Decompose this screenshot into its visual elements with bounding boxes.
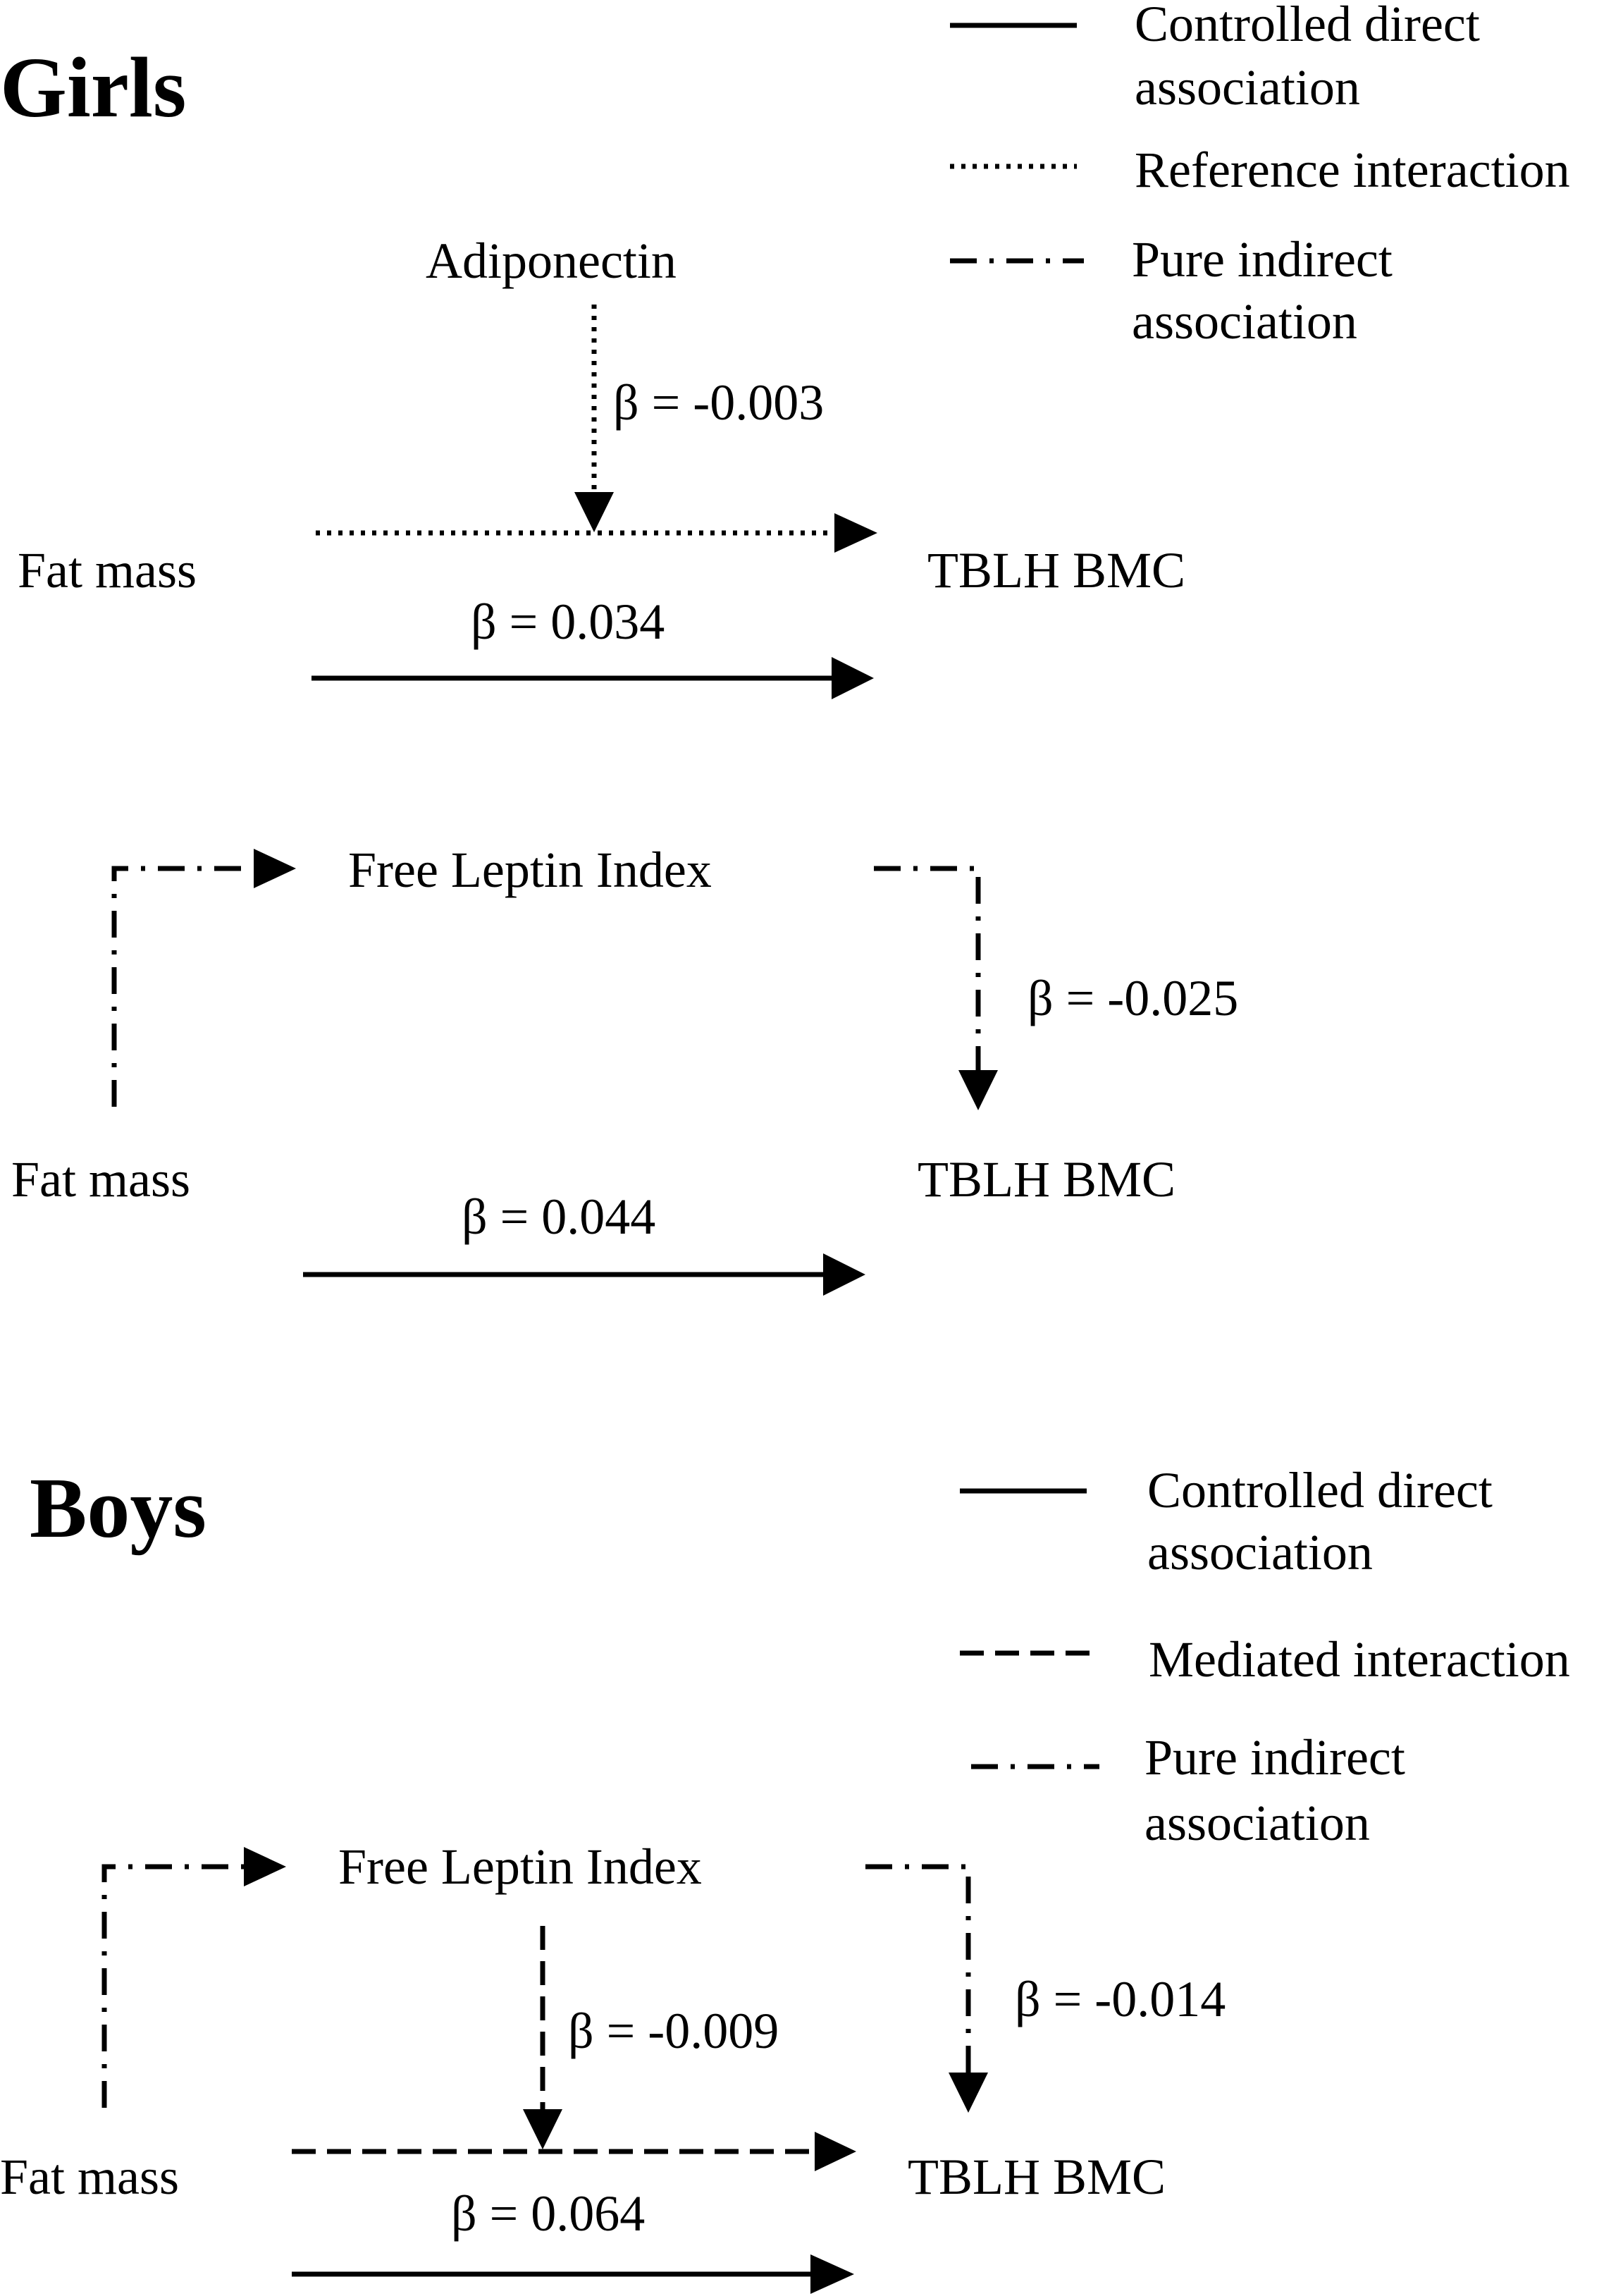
indirect-path-out	[865, 1864, 971, 2073]
reference-interaction-head	[834, 513, 877, 553]
legend-dashdot-label-1: Pure indirect	[1144, 1729, 1405, 1786]
indirect-path-out	[874, 866, 981, 1072]
direct-association-head	[832, 657, 874, 699]
legend-solid-label-2: association	[1135, 59, 1360, 116]
boys-title: Boys	[30, 1461, 206, 1556]
tblh-bmc-label: TBLH BMC	[908, 2149, 1166, 2205]
direct-beta-label: β = 0.044	[462, 1189, 655, 1245]
legend-dashdot-label-2: association	[1132, 293, 1357, 350]
legend-solid-label-2: association	[1147, 1524, 1373, 1580]
legend-dotted-label: Reference interaction	[1135, 142, 1570, 198]
interaction-arrow-head	[574, 492, 614, 532]
interaction-beta-label: β = -0.009	[568, 2003, 779, 2059]
adiponectin-label: Adiponectin	[426, 233, 677, 289]
legend-dashed-label: Mediated interaction	[1149, 1631, 1570, 1688]
indirect-beta-label: β = -0.025	[1028, 970, 1238, 1026]
boys-model: Free Leptin Index β = -0.014 β = -0.009 …	[0, 1838, 1226, 2294]
girls-title: Girls	[0, 40, 186, 135]
legend-solid-label-1: Controlled direct	[1147, 1462, 1493, 1518]
legend-dashdot-label-1: Pure indirect	[1132, 231, 1393, 288]
direct-beta-label: β = 0.064	[451, 2185, 645, 2242]
legend-dashdot-label-2: association	[1144, 1795, 1370, 1851]
direct-association-head	[823, 1253, 865, 1296]
girls-panel: Girls Controlled direct association Refe…	[0, 0, 1570, 1296]
girls-model-2: Free Leptin Index β = -0.025 Fat mass TB…	[11, 842, 1238, 1296]
boys-legend: Controlled direct association Mediated i…	[960, 1462, 1570, 1851]
indirect-path-out-head	[949, 2073, 988, 2113]
girls-model-1: Adiponectin β = -0.003 Fat mass TBLH BMC…	[18, 233, 1185, 699]
direct-beta-label: β = 0.034	[471, 594, 665, 650]
indirect-path-in	[111, 866, 254, 1107]
tblh-bmc-label: TBLH BMC	[918, 1151, 1175, 1208]
free-leptin-index-label: Free Leptin Index	[348, 842, 712, 898]
indirect-beta-label: β = -0.014	[1015, 1971, 1226, 2027]
indirect-path-out-head	[958, 1070, 998, 1110]
legend-solid-label-1: Controlled direct	[1135, 0, 1480, 52]
fat-mass-label: Fat mass	[11, 1151, 190, 1208]
indirect-path-in-head	[254, 849, 296, 888]
mediated-interaction-arrow-head	[523, 2109, 562, 2149]
interaction-beta-label: β = -0.003	[613, 374, 824, 431]
indirect-path-in	[101, 1864, 244, 2108]
direct-association-head	[810, 2254, 854, 2294]
tblh-bmc-label: TBLH BMC	[927, 542, 1185, 598]
fat-mass-label: Fat mass	[18, 542, 197, 598]
fat-mass-label: Fat mass	[0, 2149, 179, 2205]
girls-legend: Controlled direct association Reference …	[950, 0, 1570, 350]
indirect-path-in-head	[244, 1847, 286, 1886]
boys-panel: Boys Controlled direct association Media…	[0, 1461, 1570, 2294]
mediated-interaction-head	[815, 2132, 856, 2171]
free-leptin-index-label: Free Leptin Index	[338, 1838, 702, 1895]
